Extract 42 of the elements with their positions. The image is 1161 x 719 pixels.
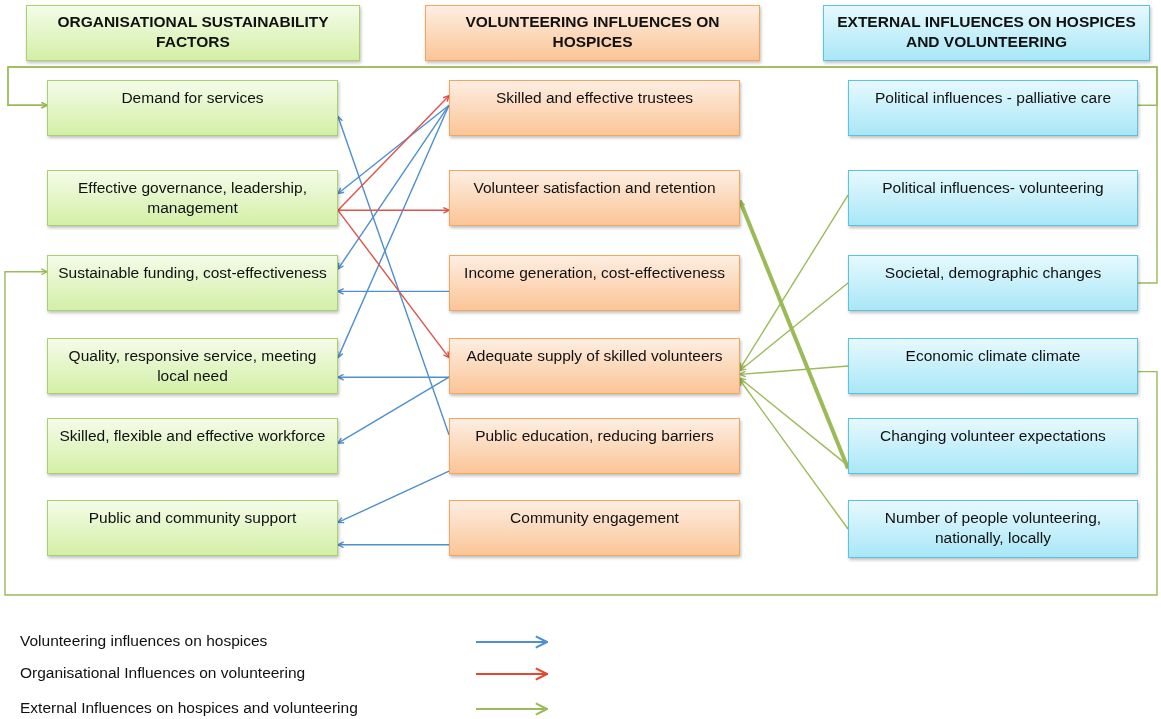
factor-box: Political influences - palliative care [848,80,1138,136]
factor-box: Societal, demographic changes [848,255,1138,311]
column-header: EXTERNAL INFLUENCES ON HOSPICES AND VOLUNTEERING [823,5,1150,61]
factor-box: Community engagement [449,500,740,556]
arrow [337,541,450,549]
arrow [4,268,1158,596]
arrow [739,379,849,530]
factor-box: Volunteer satisfaction and retention [449,170,740,226]
arrow [337,373,450,381]
arrow [337,104,450,270]
factor-box: Public and community support [47,500,338,556]
arrow [336,115,450,436]
arrow [337,376,450,444]
factor-box: Number of people volunteering, nationally, locally [848,500,1138,558]
arrow [337,470,450,524]
arrow [739,365,849,378]
arrow [738,200,850,470]
factor-box: Changing volunteer expectations [848,418,1138,474]
factor-box: Sustainable funding, cost-effectiveness [47,255,338,311]
arrow [7,66,1158,284]
legend-label: Volunteering influences on hospices [20,632,268,650]
column-header: VOLUNTEERING INFLUENCES ON HOSPICES [425,5,760,61]
arrow [739,282,849,372]
factor-box: Skilled, flexible and effective workforce [47,418,338,474]
arrow [337,104,450,195]
arrow [337,209,450,359]
factor-box: Quality, responsive service, meeting local need [47,338,338,394]
factor-box: Adequate supply of skilled volunteers [449,338,740,394]
factor-box: Economic climate climate [848,338,1138,394]
factor-box: Public education, reducing barriers [449,418,740,474]
column-header: ORGANISATIONAL SUSTAINABILITY FACTORS [26,5,360,61]
arrow [739,194,849,370]
arrow [337,287,450,295]
factor-box: Demand for services [47,80,338,136]
arrow [337,206,450,214]
factor-box: Political influences- volunteering [848,170,1138,226]
legend-label: Organisational Influences on volunteering [20,664,306,682]
factor-box: Income generation, cost-effectiveness [449,255,740,311]
legend-label: External Influences on hospices and volunteering [20,699,358,717]
factor-box: Effective governance, leadership, management [47,170,338,226]
arrow [337,95,450,211]
factor-box: Skilled and effective trustees [449,80,740,136]
